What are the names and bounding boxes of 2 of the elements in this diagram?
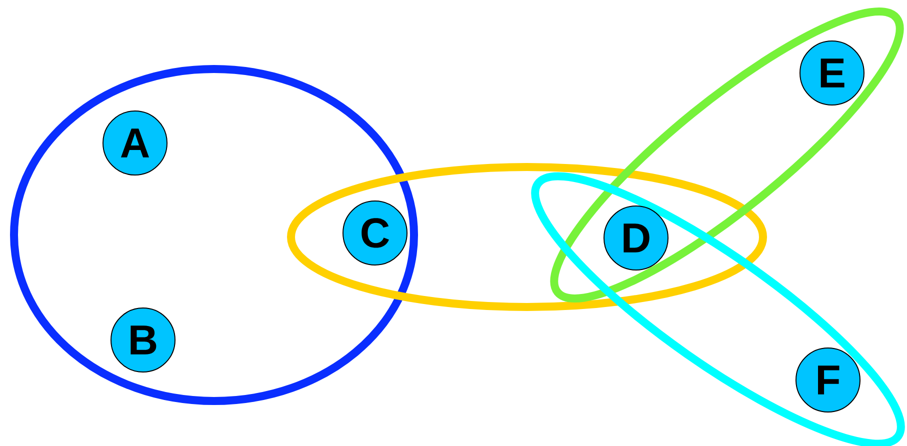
hyperedge-ellipse [287, 163, 767, 311]
hyperedge-ellipse [10, 65, 418, 405]
